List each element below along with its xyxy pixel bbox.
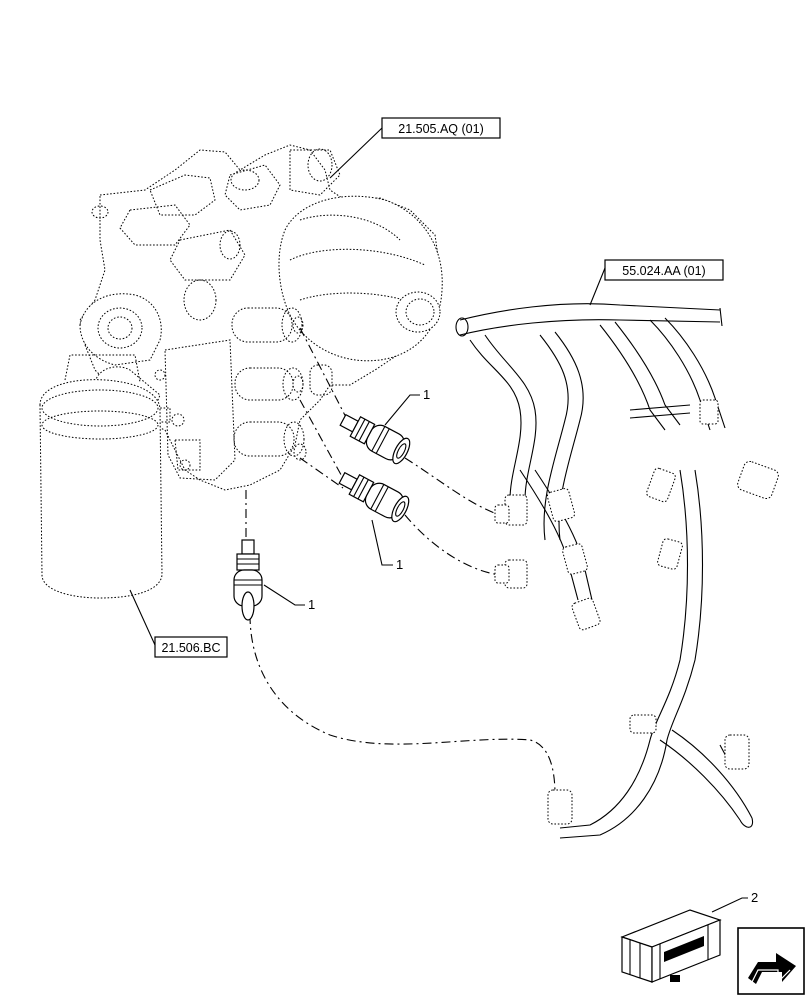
pressure-sensor-middle[interactable]: [335, 466, 412, 525]
reference-filter-label: 21.506.BC: [161, 641, 220, 655]
filter-canister: [39, 354, 163, 599]
reference-wiring-harness-label: 55.024.AA (01): [622, 264, 705, 278]
solenoid-cartridge-2: [234, 367, 304, 401]
harness-connector: [494, 399, 779, 825]
pressure-sensor-upper[interactable]: [336, 408, 413, 467]
leader-lines: [129, 127, 748, 913]
callout-sensor-middle: 1: [396, 557, 403, 572]
accumulator: [278, 195, 443, 362]
callout-sensor-upper: 1: [423, 387, 430, 402]
next-page-arrow-icon[interactable]: [737, 927, 805, 995]
reference-filter[interactable]: 21.506.BC: [154, 636, 228, 658]
pressure-sensor-lower[interactable]: [233, 539, 263, 621]
wiring-harness: [455, 303, 779, 839]
repair-kit-box-icon[interactable]: [620, 909, 722, 983]
callout-kit: 2: [751, 890, 758, 905]
reference-valve-block-label: 21.505.AQ (01): [398, 122, 483, 136]
connection-lines: [245, 327, 556, 796]
callout-sensor-lower: 1: [308, 597, 315, 612]
solenoid-cartridge-3: [233, 421, 307, 461]
reference-valve-block[interactable]: 21.505.AQ (01): [381, 117, 501, 139]
solenoid-cartridge-1: [231, 307, 304, 343]
reference-wiring-harness[interactable]: 55.024.AA (01): [604, 259, 724, 281]
